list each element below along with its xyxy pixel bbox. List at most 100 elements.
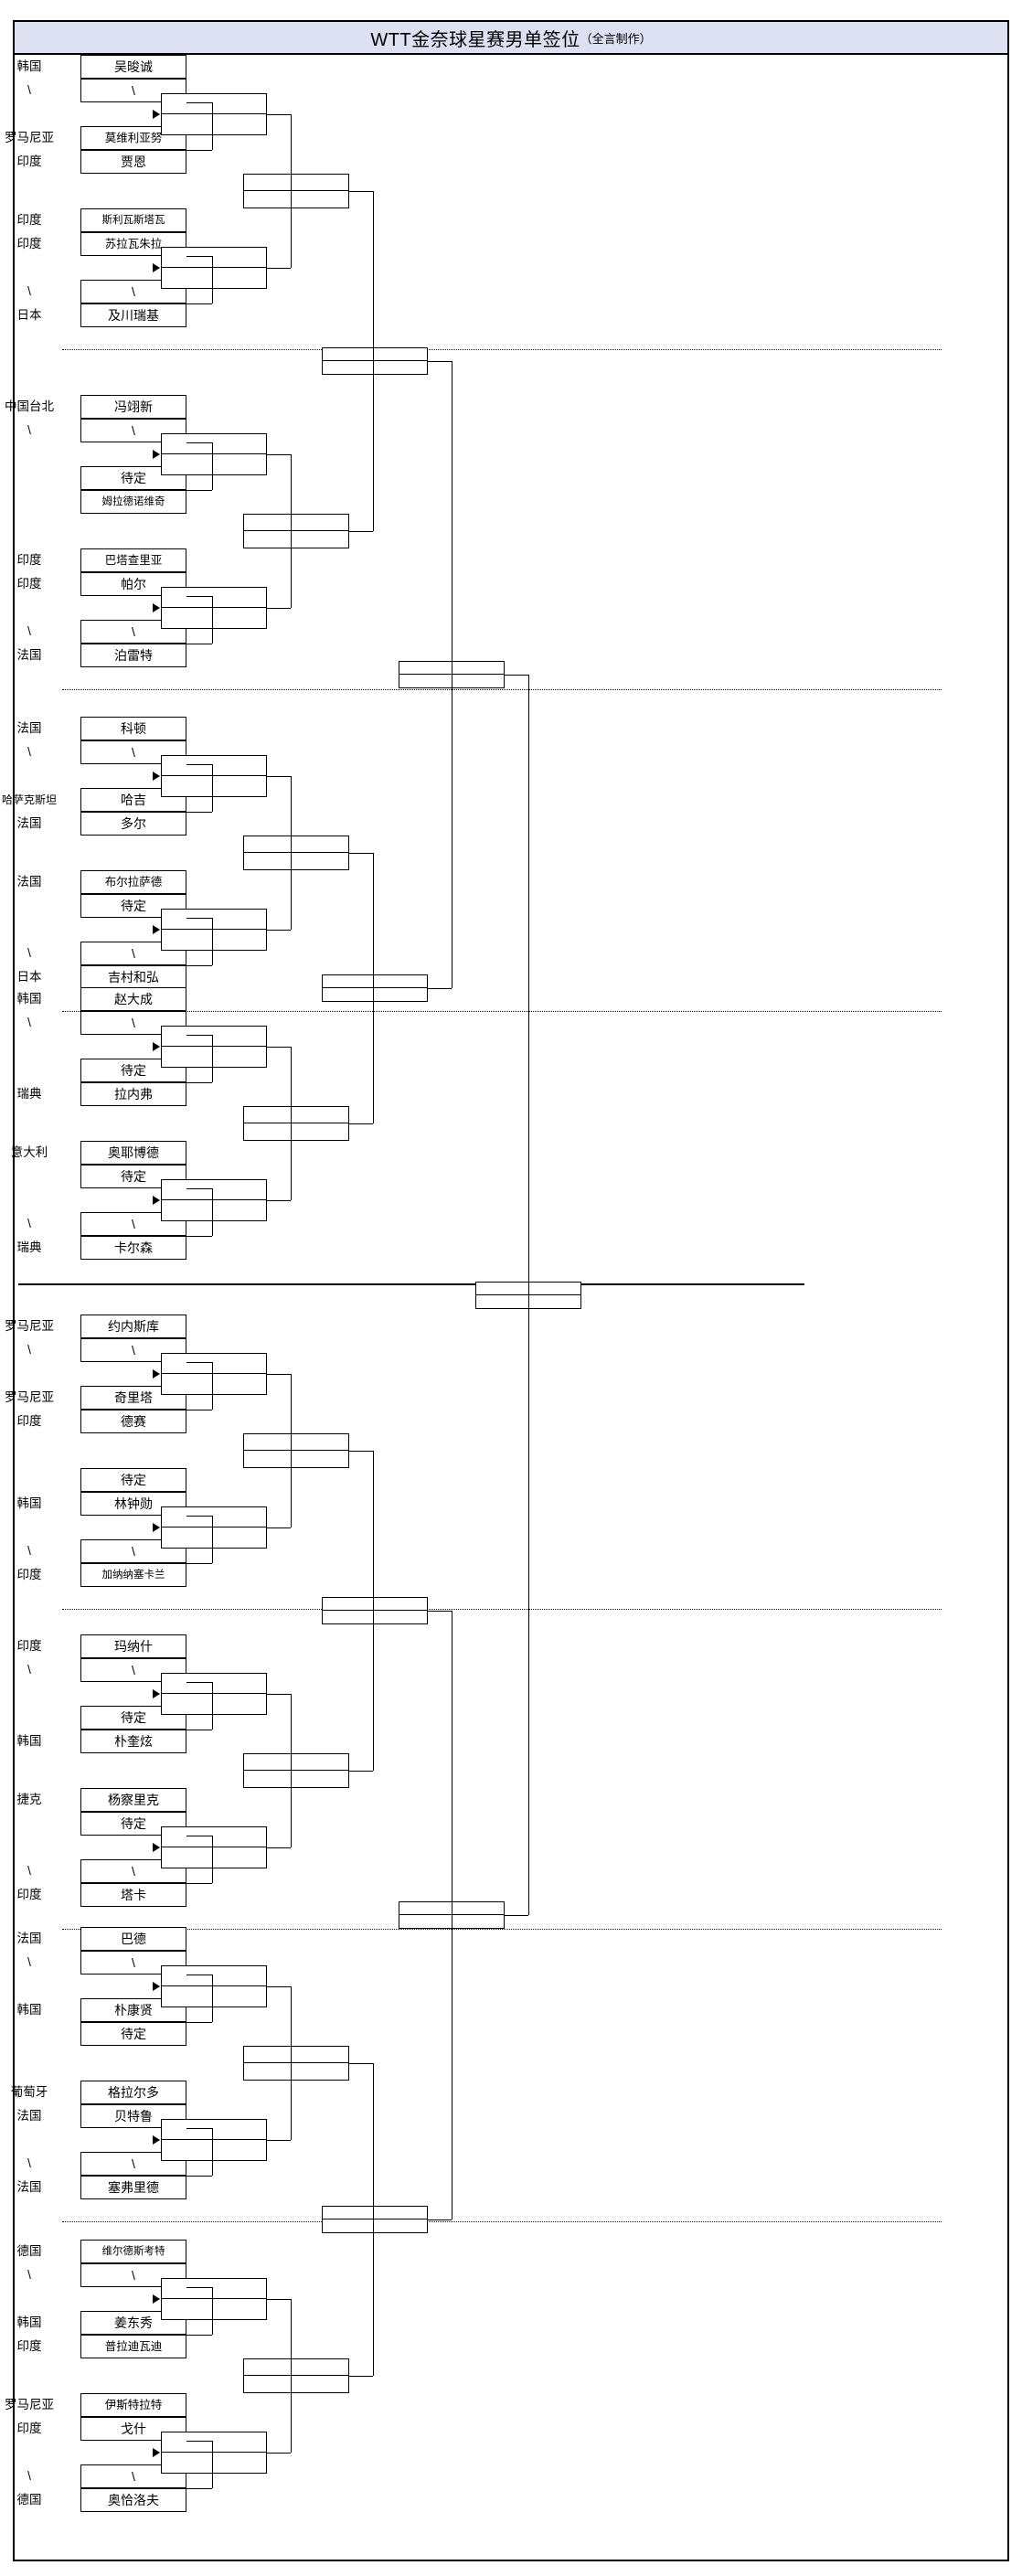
bracket-advance-box-r2[interactable] xyxy=(161,755,267,797)
connector-horizontal xyxy=(349,1451,373,1452)
bracket-advance-box-r2[interactable] xyxy=(161,1673,267,1715)
bracket-slot-country: \ xyxy=(27,1544,31,1558)
connector-horizontal xyxy=(186,2441,212,2442)
bracket-slot-player[interactable]: 约内斯库 xyxy=(80,1315,186,1338)
bracket-slot-player[interactable]: 姆拉德诺维奇 xyxy=(80,490,186,514)
bracket-slot-country: 印度 xyxy=(16,213,42,227)
bracket-slot-player[interactable]: 塞弗里德 xyxy=(80,2176,186,2199)
bracket-slot-player[interactable]: 德赛 xyxy=(80,1410,186,1433)
bracket-slot-player[interactable]: 冯翊新 xyxy=(80,395,186,419)
bracket-slot-player[interactable]: 布尔拉萨德 xyxy=(80,870,186,894)
bracket-slot-player[interactable]: 奥恰洛夫 xyxy=(80,2488,186,2512)
bracket-slot-player[interactable]: 贾恩 xyxy=(80,150,186,174)
bracket-advance-box-r2[interactable] xyxy=(161,1506,267,1549)
bracket-slot-player[interactable]: 及川瑞基 xyxy=(80,303,186,327)
bracket-advance-box-r2[interactable] xyxy=(161,1026,267,1068)
connector-vertical xyxy=(212,2287,213,2335)
bracket-slot-player[interactable]: 巴塔查里亚 xyxy=(80,548,186,572)
bracket-slot-country: \ xyxy=(27,83,31,97)
bracket-advance-box-r3[interactable] xyxy=(243,2358,349,2393)
bracket-slot-player[interactable]: 多尔 xyxy=(80,812,186,836)
connector-arrow xyxy=(153,2294,160,2304)
connector-vertical xyxy=(212,1516,213,1563)
connector-horizontal xyxy=(267,1694,291,1695)
bracket-slot-player[interactable]: 朴奎炫 xyxy=(80,1730,186,1753)
bracket-advance-box-r2[interactable] xyxy=(161,2119,267,2161)
bracket-advance-box-r2[interactable] xyxy=(161,1179,267,1221)
connector-horizontal xyxy=(186,102,212,103)
bracket-advance-box-r4[interactable] xyxy=(322,974,428,1002)
bracket-advance-box-r2[interactable] xyxy=(161,2432,267,2474)
bracket-half-separator xyxy=(18,1283,804,1285)
bracket-slot-player[interactable]: 巴德 xyxy=(80,1927,186,1951)
bracket-advance-box-r4[interactable] xyxy=(322,2206,428,2233)
bracket-advance-box-r2[interactable] xyxy=(161,1353,267,1395)
bracket-advance-box-r2[interactable] xyxy=(161,93,267,135)
bracket-slot-country: 印度 xyxy=(16,1888,42,1901)
bracket-slot-country: 法国 xyxy=(16,875,42,889)
bracket-advance-box-r2[interactable] xyxy=(161,247,267,289)
bracket-advance-box-r3[interactable] xyxy=(243,836,349,870)
bracket-advance-box-r2[interactable] xyxy=(161,433,267,475)
bracket-slot-player[interactable]: 待定 xyxy=(80,2022,186,2046)
bracket-advance-box-r3[interactable] xyxy=(243,1106,349,1141)
bracket-advance-box-r4[interactable] xyxy=(322,347,428,375)
connector-vertical xyxy=(212,2441,213,2488)
bracket-slot-player[interactable]: 玛纳什 xyxy=(80,1634,186,1658)
bracket-slot-player[interactable]: 卡尔森 xyxy=(80,1236,186,1260)
bracket-advance-box-r3[interactable] xyxy=(243,1753,349,1788)
bracket-slot-player[interactable]: 奥耶博德 xyxy=(80,1141,186,1165)
bracket-advance-box-r3[interactable] xyxy=(243,1433,349,1468)
bracket-slot-player[interactable]: 泊雷特 xyxy=(80,644,186,667)
bracket-slot-player[interactable]: 加纳纳塞卡兰 xyxy=(80,1563,186,1587)
connector-horizontal xyxy=(349,2063,373,2064)
bracket-slot-player[interactable]: 贝特鲁 xyxy=(80,2104,186,2128)
bracket-advance-box-r3[interactable] xyxy=(243,2046,349,2081)
connector-vertical xyxy=(212,1362,213,1410)
bracket-slot-player[interactable]: 格拉尔多 xyxy=(80,2081,186,2104)
connector-vertical xyxy=(291,1694,292,1847)
bracket-slot-player[interactable]: 莫维利亚努 xyxy=(80,126,186,150)
connector-horizontal xyxy=(428,2219,452,2220)
bracket-slot-player[interactable]: 伊斯特拉特 xyxy=(80,2393,186,2417)
connector-vertical xyxy=(373,1451,374,1771)
bracket-advance-box-r3[interactable] xyxy=(243,174,349,208)
bracket-advance-box-r2[interactable] xyxy=(161,587,267,629)
bracket-slot-country: 日本 xyxy=(16,308,42,322)
bracket-slot-player[interactable]: 待定 xyxy=(80,1468,186,1492)
bracket-slot-country: 韩国 xyxy=(16,2003,42,2017)
bracket-slot-player[interactable]: 斯利瓦斯塔瓦 xyxy=(80,208,186,232)
bracket-advance-box-r2[interactable] xyxy=(161,2278,267,2320)
connector-arrow xyxy=(153,1369,160,1378)
bracket-slot-player[interactable]: \ xyxy=(80,1212,186,1236)
connector-arrow xyxy=(153,1982,160,1991)
bracket-slot-player[interactable]: 赵大成 xyxy=(80,987,186,1011)
bracket-slot-player[interactable]: 拉内弗 xyxy=(80,1082,186,1106)
bracket-slot-country: \ xyxy=(27,745,31,759)
bracket-slot-player[interactable]: 塔卡 xyxy=(80,1883,186,1907)
bracket-slot-country: 中国台北 xyxy=(5,399,54,413)
bracket-advance-box-r2[interactable] xyxy=(161,909,267,951)
connector-arrow xyxy=(153,2448,160,2457)
connector-vertical xyxy=(291,1047,292,1200)
connector-arrow xyxy=(153,1689,160,1698)
bracket-slot-country: 日本 xyxy=(16,970,42,984)
connector-arrow xyxy=(153,772,160,781)
bracket-slot-country: \ xyxy=(27,1016,31,1029)
bracket-advance-box-r2[interactable] xyxy=(161,1965,267,2007)
bracket-slot-player[interactable]: 维尔德斯考特 xyxy=(80,2240,186,2263)
connector-vertical xyxy=(291,1986,292,2140)
bracket-slot-player[interactable]: 科顿 xyxy=(80,717,186,740)
bracket-group-separator xyxy=(62,2221,942,2222)
bracket-advance-box-r3[interactable] xyxy=(243,514,349,548)
bracket-slot-player[interactable]: 杨察里克 xyxy=(80,1788,186,1812)
bracket-slot-country: 德国 xyxy=(16,2244,42,2258)
bracket-slot-player[interactable]: 普拉迪瓦迪 xyxy=(80,2335,186,2358)
bracket-advance-box-r2[interactable] xyxy=(161,1826,267,1868)
bracket-slot-player[interactable]: 林钟勋 xyxy=(80,1492,186,1516)
connector-vertical xyxy=(212,256,213,303)
bracket-slot-player[interactable]: 吉村和弘 xyxy=(80,965,186,989)
bracket-advance-box-r4[interactable] xyxy=(322,1597,428,1624)
bracket-slot-country: 法国 xyxy=(16,2180,42,2194)
bracket-slot-player[interactable]: 吴晙诚 xyxy=(80,55,186,79)
